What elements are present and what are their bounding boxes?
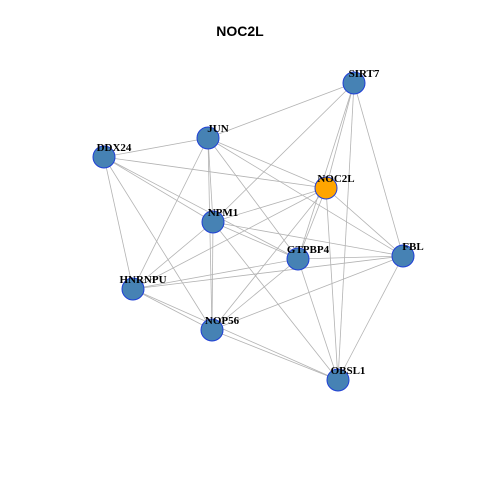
node-ddx24[interactable] xyxy=(92,145,116,169)
edge-ddx24-gtpbp4 xyxy=(103,156,299,260)
node-nop56[interactable] xyxy=(200,318,224,342)
node-label-fbl: FBL xyxy=(402,241,423,253)
edge-noc2l-hnrnpu xyxy=(132,187,327,290)
edge-jun-gtpbp4 xyxy=(207,137,299,260)
edge-fbl-hnrnpu xyxy=(132,255,404,290)
nodes-layer xyxy=(92,71,415,392)
edge-ddx24-npm1 xyxy=(103,156,214,223)
edge-fbl-nop56 xyxy=(211,255,404,331)
node-label-npm1: NPM1 xyxy=(208,207,239,219)
node-label-hnrnpu: HNRNPU xyxy=(119,274,166,286)
edge-jun-nop56 xyxy=(207,137,213,331)
edge-npm1-nop56 xyxy=(211,221,214,331)
node-label-jun: JUN xyxy=(207,123,228,135)
node-obsl1[interactable] xyxy=(326,368,350,392)
edge-jun-npm1 xyxy=(207,137,214,223)
edge-fbl-obsl1 xyxy=(337,255,404,381)
edge-gtpbp4-fbl xyxy=(297,255,404,260)
edge-noc2l-fbl xyxy=(325,187,404,257)
edge-sirt7-gtpbp4 xyxy=(297,82,355,260)
edge-jun-noc2l xyxy=(207,137,327,189)
edge-sirt7-noc2l xyxy=(325,82,355,189)
node-jun[interactable] xyxy=(196,126,220,150)
node-label-gtpbp4: GTPBP4 xyxy=(287,244,330,256)
node-label-nop56: NOP56 xyxy=(205,315,240,327)
edge-hnrnpu-obsl1 xyxy=(132,288,339,381)
node-label-sirt7: SIRT7 xyxy=(349,68,380,80)
edge-gtpbp4-obsl1 xyxy=(297,258,339,381)
edge-ddx24-hnrnpu xyxy=(103,156,134,290)
node-npm1[interactable] xyxy=(201,210,225,234)
edge-jun-fbl xyxy=(207,137,404,257)
node-gtpbp4[interactable] xyxy=(286,247,310,271)
node-fbl[interactable] xyxy=(391,244,415,268)
edge-noc2l-gtpbp4 xyxy=(297,187,327,260)
edge-noc2l-nop56 xyxy=(211,187,327,331)
node-label-obsl1: OBSL1 xyxy=(331,365,366,377)
edge-npm1-hnrnpu xyxy=(132,221,214,290)
graph-title: NOC2L xyxy=(216,23,264,39)
edge-sirt7-npm1 xyxy=(212,82,355,223)
edge-npm1-obsl1 xyxy=(212,221,339,381)
edge-nop56-obsl1 xyxy=(211,329,339,381)
edge-gtpbp4-hnrnpu xyxy=(132,258,299,290)
node-hnrnpu[interactable] xyxy=(121,277,145,301)
edge-noc2l-npm1 xyxy=(212,187,327,223)
edge-noc2l-obsl1 xyxy=(325,187,339,381)
edges-layer xyxy=(103,82,404,381)
node-label-ddx24: DDX24 xyxy=(97,142,132,154)
edge-hnrnpu-nop56 xyxy=(132,288,213,331)
edge-npm1-fbl xyxy=(212,221,404,257)
node-noc2l[interactable] xyxy=(314,176,338,200)
edge-ddx24-nop56 xyxy=(103,156,213,331)
edge-sirt7-jun xyxy=(207,82,355,139)
edge-sirt7-fbl xyxy=(353,82,404,257)
edge-jun-hnrnpu xyxy=(132,137,209,290)
node-sirt7[interactable] xyxy=(342,71,366,95)
edge-npm1-gtpbp4 xyxy=(212,221,299,260)
edge-jun-ddx24 xyxy=(103,137,209,158)
edge-ddx24-noc2l xyxy=(103,156,327,189)
node-label-noc2l: NOC2L xyxy=(317,173,354,185)
edge-sirt7-obsl1 xyxy=(337,82,355,381)
